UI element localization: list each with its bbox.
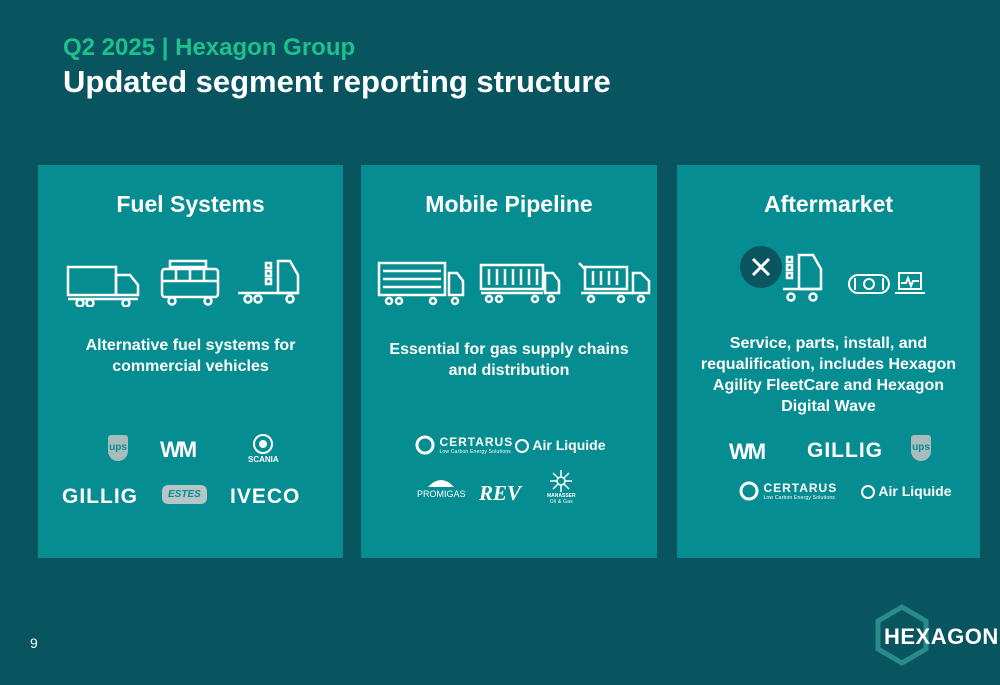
air-liquide-logo: Air Liquide xyxy=(515,437,606,454)
truck-icon xyxy=(66,265,140,307)
segment-title: Aftermarket xyxy=(763,191,894,217)
gillig-logo: GILLIG xyxy=(807,439,883,462)
tube-trailer-icon xyxy=(377,261,465,306)
truck-cylinder-icon xyxy=(783,253,823,302)
promigas-flame-icon xyxy=(428,480,455,487)
ups-logo: ups xyxy=(108,435,128,461)
air-liquide-mark-icon xyxy=(515,439,529,454)
segment-card-fuel-systems: Fuel Systems Alternative fuel systems fo… xyxy=(38,165,343,558)
wm-logo: WM xyxy=(729,439,766,464)
segment-description: Alternative fuel systems for commercial … xyxy=(85,337,296,375)
scania-griffin-icon xyxy=(253,434,274,454)
promigas-logo: PROMIGAS xyxy=(417,477,466,499)
rev-logo: REV xyxy=(479,481,522,505)
manasser-label: MANASSER xyxy=(547,493,576,499)
certarus-tagline: Low Carbon Energy Solutions xyxy=(439,449,512,455)
gillig-logo: GILLIG xyxy=(62,485,138,508)
certarus-logo: CERTARUS Low Carbon Energy Solutions xyxy=(739,481,837,501)
air-liquide-label: Air Liquide xyxy=(532,437,606,453)
manasser-logo: MANASSER Oil & Gas xyxy=(547,469,576,505)
certarus-label: CERTARUS xyxy=(763,481,838,495)
header-subtitle: Q2 2025 | Hexagon Group xyxy=(63,34,356,61)
segment-description: Essential for gas supply chains and dist… xyxy=(389,341,629,379)
segment-icons xyxy=(361,253,657,313)
segment-title: Fuel Systems xyxy=(116,191,265,217)
scania-logo: SCANIA xyxy=(248,433,279,464)
air-liquide-mark-icon xyxy=(861,485,875,500)
air-liquide-label: Air Liquide xyxy=(878,483,952,499)
wm-logo: WM xyxy=(160,437,197,462)
hexagon-brand-wordmark: HEXAGON xyxy=(884,624,999,649)
scania-label: SCANIA xyxy=(248,455,279,464)
manasser-star-icon xyxy=(550,470,573,492)
certarus-logo: CERTARUS Low Carbon Energy Solutions xyxy=(415,435,513,455)
certarus-mark-icon xyxy=(415,435,435,455)
iveco-logo: IVECO xyxy=(230,485,301,508)
cylinder-trailer-icon xyxy=(479,263,561,304)
segment-title: Mobile Pipeline xyxy=(425,191,593,217)
segment-icons xyxy=(677,246,980,313)
ups-logo: ups xyxy=(911,435,931,461)
hexagon-logo-icon xyxy=(875,604,929,666)
service-tools-icon xyxy=(740,246,782,288)
segment-icons xyxy=(38,253,343,313)
promigas-label: PROMIGAS xyxy=(417,489,466,499)
truck-chassis-icon xyxy=(238,259,300,304)
cylinder-rack-trailer-icon xyxy=(578,262,651,304)
page-title: Updated segment reporting structure xyxy=(63,64,611,99)
segment-card-mobile-pipeline: Mobile Pipeline Essential for gas supply… xyxy=(361,165,657,558)
certarus-tagline: Low Carbon Energy Solutions xyxy=(763,495,836,501)
estes-logo: ESTES xyxy=(162,485,207,504)
certarus-mark-icon xyxy=(739,481,759,501)
segment-description: Service, parts, install, and requalifica… xyxy=(700,335,957,415)
bus-icon xyxy=(160,259,220,306)
cylinder-inspection-icon xyxy=(848,272,925,294)
manasser-tagline: Oil & Gas xyxy=(549,499,573,505)
page-number: 9 xyxy=(30,635,38,651)
air-liquide-logo: Air Liquide xyxy=(861,483,952,500)
certarus-label: CERTARUS xyxy=(439,435,514,449)
segment-card-aftermarket: Aftermarket Service, parts, install, and… xyxy=(677,165,980,558)
